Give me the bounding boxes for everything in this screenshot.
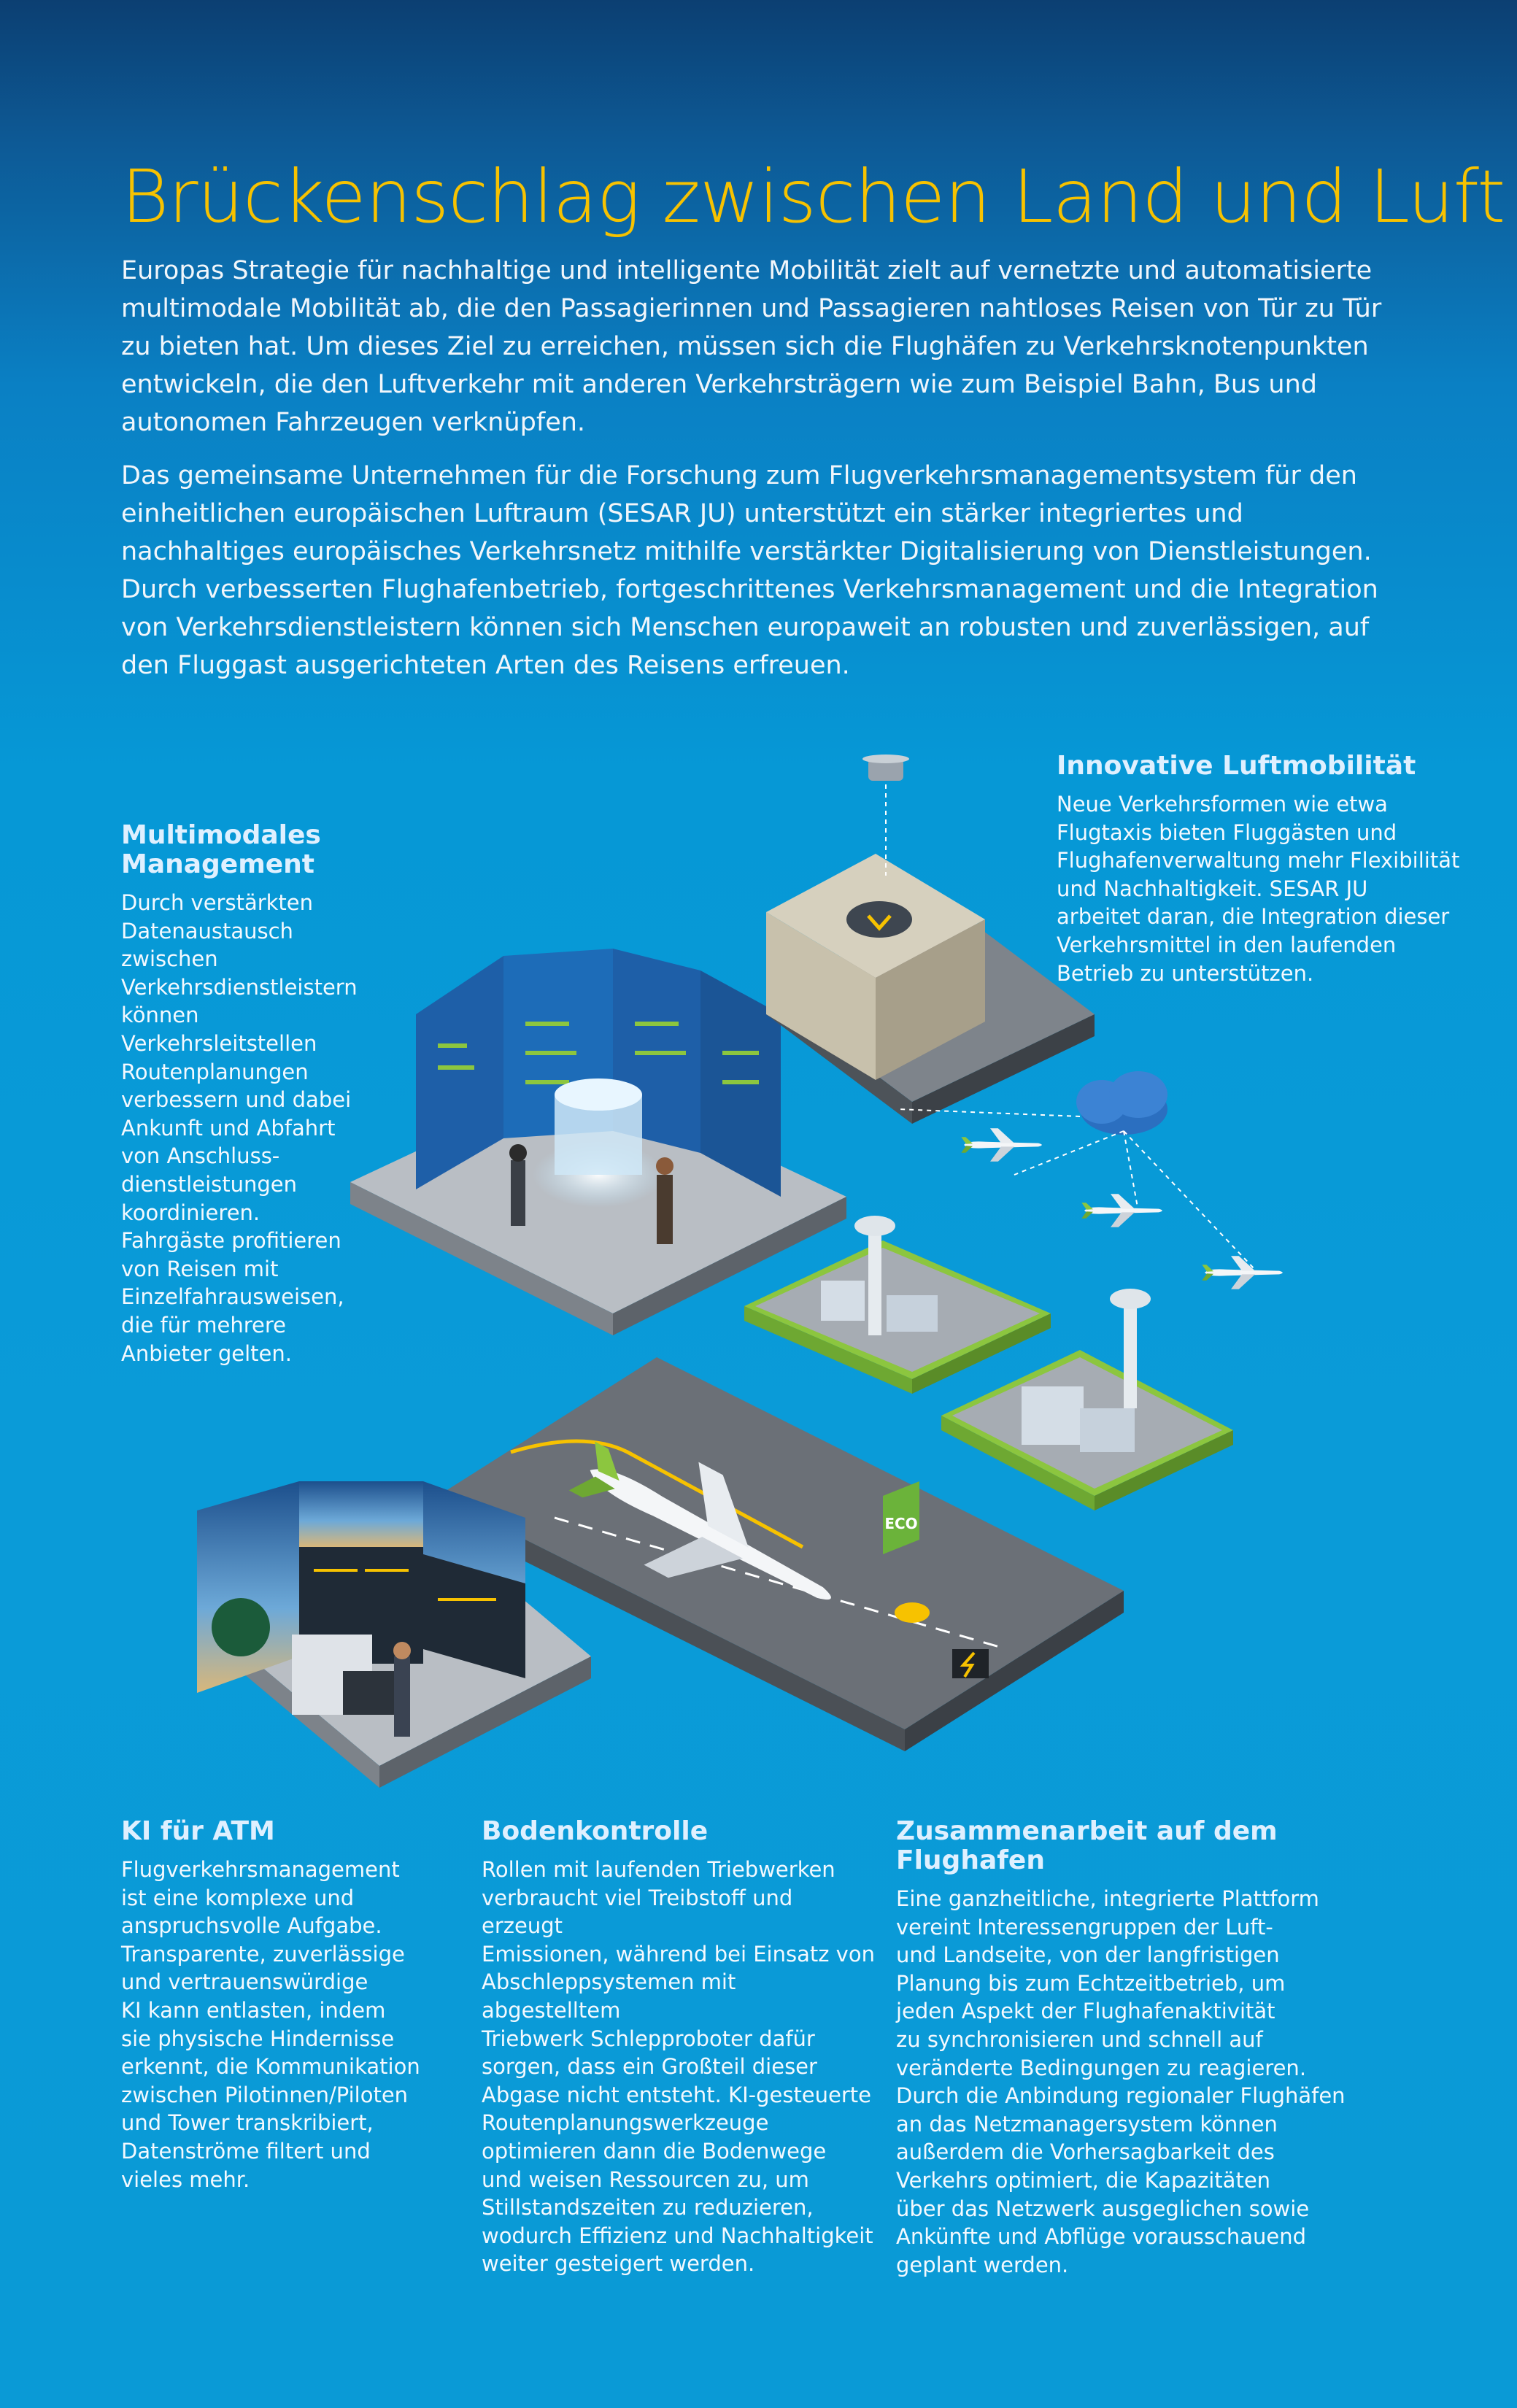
multimodal-platform [350,949,846,1335]
section-text-boden: Rollen mit laufenden Triebwerken verbrau… [482,1857,875,2277]
runway-platform: ECO [438,1357,1124,1751]
page-title: Brückenschlag zwischen Land und Luft [121,154,1505,239]
intro-paragraph-2: Das gemeinsame Unternehmen für die Forsc… [121,461,1378,680]
intro-paragraph-1: Europas Strategie für nachhaltige und in… [121,256,1382,437]
section-text-zusammenarbeit: Eine ganzheitliche, integrierte Plattfor… [896,1886,1346,2277]
section-text-luftmobilitaet: Neue Verkehrsformen wie etwa Flugtaxis b… [1057,792,1460,986]
section-text-ki: Flugverkehrsmanagement ist eine komplexe… [121,1857,420,2192]
regional-airport-2 [941,1289,1233,1510]
atm-control-room [197,1481,591,1788]
section-title-zusammenarbeit: Zusammenarbeit auf dem Flughafen [896,1816,1278,1875]
regional-airport-1 [744,1216,1051,1394]
plane-2 [1081,1194,1162,1227]
eco-badge: ECO [884,1515,917,1532]
section-text-multimodal: Durch verstärkten Datenaustausch zwische… [121,890,358,1366]
vertiport-building [766,755,1095,1124]
section-title-luftmobilitaet: Innovative Luftmobilität [1057,751,1416,781]
section-title-boden: Bodenkontrolle [482,1816,709,1846]
section-title-multimodal: Multimodales Management [121,820,321,879]
network-cloud [897,1071,1256,1270]
plane-3 [1202,1256,1283,1289]
section-title-ki: KI für ATM [121,1816,275,1846]
plane-1 [961,1128,1042,1162]
